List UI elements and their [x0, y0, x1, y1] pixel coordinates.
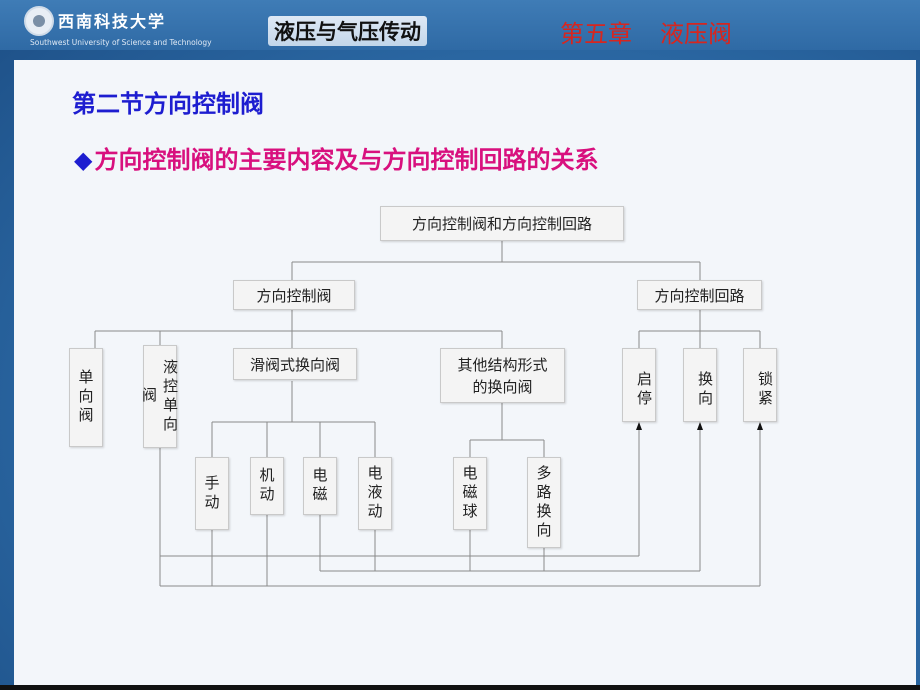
course-title: 液压与气压传动	[268, 16, 427, 46]
node-ball-valve: 电磁球	[453, 457, 487, 530]
node-pilot-check-valve: 液控单向阀	[140, 345, 179, 448]
node-direction-circuit: 方向控制回路	[637, 280, 762, 310]
node-reversing: 换向	[683, 348, 717, 422]
node-electromagnetic: 电磁	[303, 457, 337, 515]
chapter-title: 第五章液压阀	[560, 14, 732, 49]
node-locking: 锁紧	[743, 348, 777, 422]
arrow-reverse-icon	[697, 422, 703, 430]
chapter-name: 液压阀	[660, 20, 732, 48]
school-name-en: Southwest University of Science and Tech…	[30, 38, 212, 47]
bullet-text: 方向控制阀的主要内容及与方向控制回路的关系	[94, 146, 599, 174]
node-manual: 手动	[195, 457, 229, 530]
diamond-bullet-icon: ◆	[74, 146, 93, 174]
node-root: 方向控制阀和方向控制回路	[380, 206, 624, 241]
arrow-start-icon	[636, 422, 642, 430]
arrow-lock-icon	[757, 422, 763, 430]
bottom-rule	[0, 685, 920, 690]
node-other-valve: 其他结构形式的换向阀	[440, 348, 565, 403]
section-title: 第二节方向控制阀	[72, 90, 264, 118]
node-electrohydraulic: 电液动	[358, 457, 392, 530]
node-multiway-valve: 多路换向	[527, 457, 561, 548]
node-mechanical: 机动	[250, 457, 284, 515]
header-bar: 西南科技大学 Southwest University of Science a…	[0, 0, 920, 50]
node-check-valve: 单向阀	[69, 348, 103, 447]
school-name-cn: 西南科技大学	[58, 12, 167, 31]
bullet-heading: ◆方向控制阀的主要内容及与方向控制回路的关系	[74, 140, 598, 175]
node-spool-valve: 滑阀式换向阀	[233, 348, 357, 380]
chapter-number: 第五章	[560, 20, 632, 48]
node-direction-valve: 方向控制阀	[233, 280, 355, 310]
node-start-stop: 启停	[622, 348, 656, 422]
university-emblem-icon	[24, 6, 54, 36]
